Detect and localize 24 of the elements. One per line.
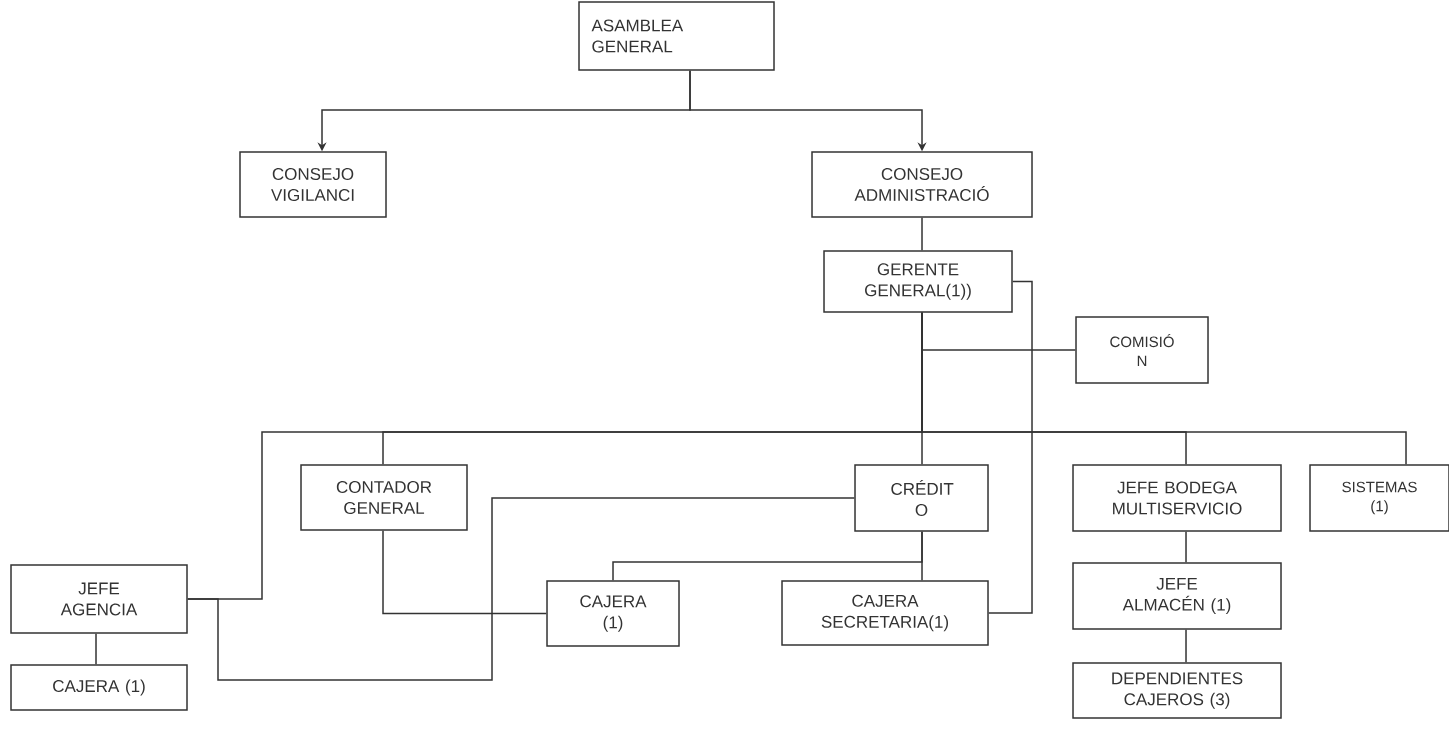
org-box: CONSEJO VIGILANCI	[239, 151, 387, 218]
org-box: CRÉDIT O	[854, 464, 989, 532]
org-box: GERENTE GENERAL(1))	[823, 250, 1013, 313]
org-box: CAJERA (1)	[10, 664, 188, 711]
org-box: JEFE AGENCIA	[10, 564, 188, 634]
org-box: ASAMBLEA GENERAL	[578, 1, 775, 71]
connector-line	[95, 633, 97, 665]
connector-line	[921, 217, 923, 251]
org-box: CAJERA (1)	[546, 580, 680, 647]
org-box: JEFE BODEGA MULTISERVICIO	[1072, 464, 1282, 532]
org-box: JEFE ALMACÉN (1)	[1072, 562, 1282, 630]
org-box: DEPENDIENTES CAJEROS (3)	[1072, 662, 1282, 719]
org-box: COMISIÓ N	[1075, 316, 1209, 384]
org-box: CAJERA SECRETARIA(1)	[781, 580, 989, 646]
connector-line	[988, 280, 1033, 614]
org-box: CONSEJO ADMINISTRACIÓ	[811, 151, 1033, 218]
connector-line	[187, 497, 855, 681]
org-box: CONTADOR GENERAL	[300, 464, 468, 531]
connector-line	[1185, 629, 1187, 663]
org-box: SISTEMAS (1)	[1309, 464, 1449, 532]
connector-line	[612, 531, 923, 581]
connector-line	[921, 312, 1407, 465]
connector-line	[382, 530, 547, 615]
connector-line	[1185, 531, 1187, 563]
